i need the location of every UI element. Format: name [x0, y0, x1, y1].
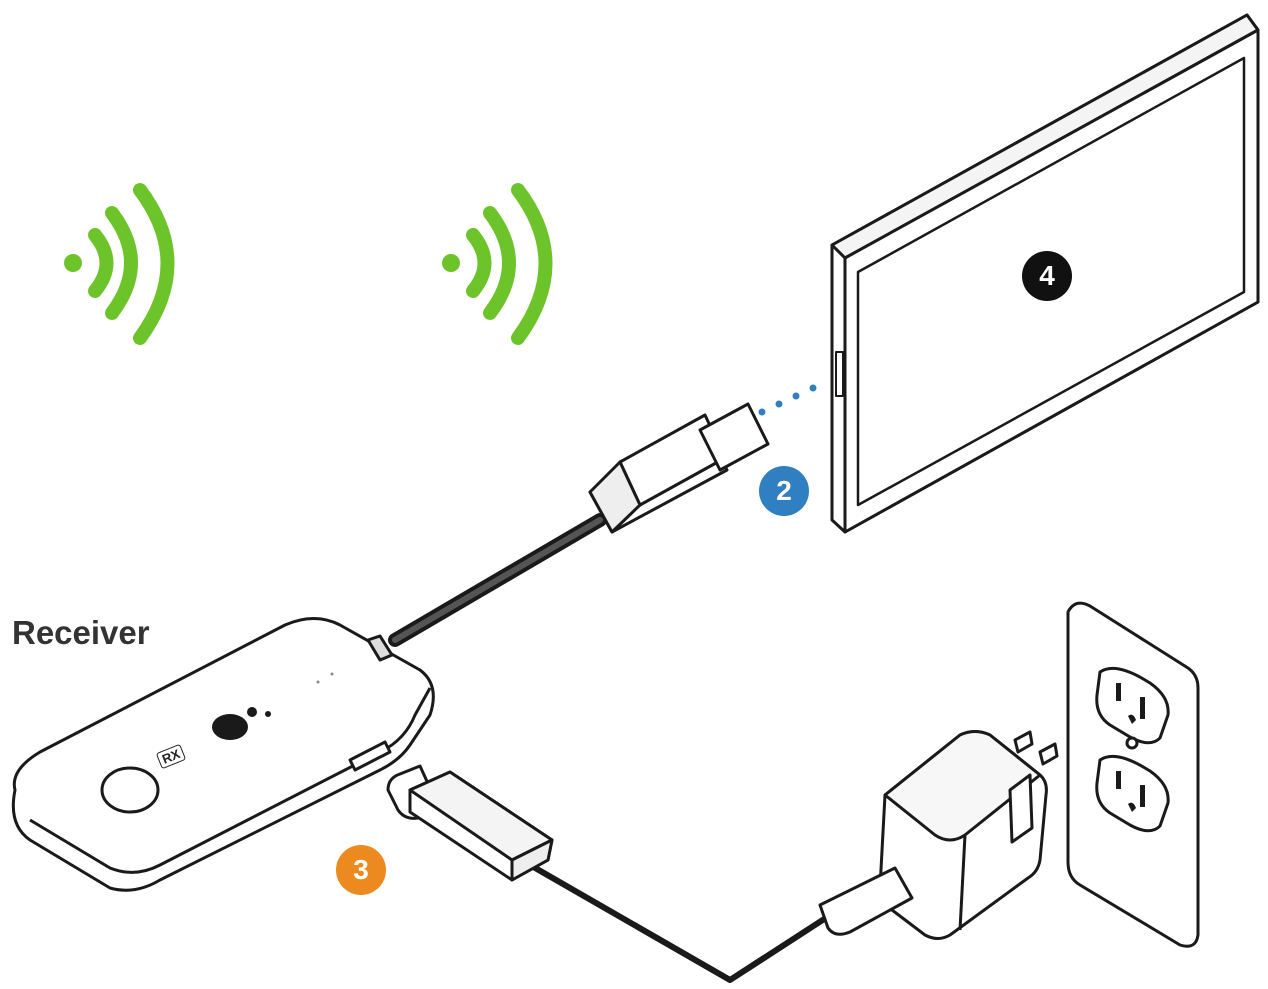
power-adapter-icon — [818, 730, 1059, 940]
receiver-label: Receiver — [12, 614, 150, 651]
connection-dots — [758, 384, 817, 416]
usb-c-plug-icon — [386, 764, 554, 882]
power-cable — [528, 862, 837, 983]
receiver-device-icon — [11, 617, 435, 892]
wifi-signal-icon — [442, 183, 553, 345]
step-2-badge: 2 — [759, 466, 809, 516]
wall-outlet-icon — [1066, 601, 1200, 948]
hdmi-cable — [388, 513, 607, 647]
step-4-badge: 4 — [1022, 251, 1072, 301]
hdmi-plug-icon — [588, 402, 770, 534]
step-3-badge: 3 — [336, 845, 386, 895]
wifi-signal-icon — [64, 183, 175, 345]
